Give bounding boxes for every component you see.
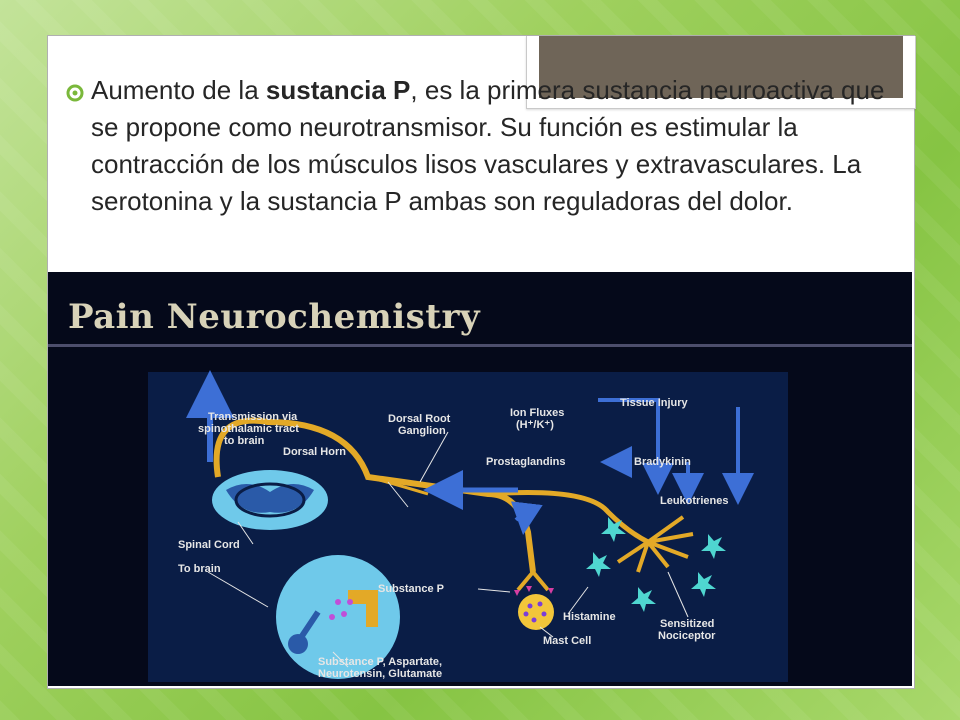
bullet-suffix: , es la primera sustancia neuroactiva qu… <box>91 75 885 216</box>
mast-cell-leader <box>539 626 554 638</box>
label-mast-cell: Mast Cell <box>543 635 591 647</box>
spinal-cord-leader <box>237 521 254 545</box>
bullet-bold-term: sustancia P <box>265 75 411 105</box>
label-substance-p: Substance P <box>378 583 444 595</box>
label-ion-fluxes-2: (H⁺/K⁺) <box>516 419 554 431</box>
pain-sparks <box>586 517 726 612</box>
label-prostaglandins: Prostaglandins <box>486 456 565 468</box>
label-spinal-cord: Spinal Cord <box>178 539 240 551</box>
neurotransmitter-leader <box>332 651 349 668</box>
feedback-arrow <box>510 501 543 535</box>
grey-matter-shape <box>226 483 314 513</box>
pain-neurochemistry-figure: Pain Neurochemistry <box>48 272 912 686</box>
label-sensitized-2: Nociceptor <box>658 630 716 642</box>
label-transmission-1: Transmission via <box>208 411 298 423</box>
bullet-paragraph: Aumento de la sustancia P, es la primera… <box>91 72 911 220</box>
histamine-leader <box>567 586 589 615</box>
figure-title-rule <box>48 344 912 347</box>
substance-p-particles <box>514 586 554 596</box>
label-tissue-injury: Tissue Injury <box>620 397 689 409</box>
picture-frame <box>526 36 916 109</box>
label-dorsal-root-2: Ganglion <box>398 425 446 437</box>
mast-cell-granules <box>523 601 547 623</box>
synapse-terminal <box>348 590 378 627</box>
dorsal-root-leader <box>419 431 449 483</box>
label-neurotransmitters-2: Neurotensin, Glutamate <box>318 668 442 680</box>
nerve-terminal <box>516 570 550 592</box>
label-bradykinin: Bradykinin <box>634 456 691 468</box>
bullet-icon <box>66 84 84 102</box>
mast-cell-shape <box>518 594 554 630</box>
label-leukotrienes: Leukotrienes <box>660 495 728 507</box>
label-sensitized-1: Sensitized <box>660 618 714 630</box>
label-neurotransmitters-1: Substance P, Aspartate, <box>318 656 442 668</box>
dorsal-horn-leader <box>387 481 409 508</box>
bullet-prefix: Aumento de la <box>91 75 266 105</box>
label-transmission-2: spinothalamic tract <box>198 423 299 435</box>
label-ion-fluxes-1: Ion Fluxes <box>510 407 564 419</box>
substance-p-leader <box>477 588 511 593</box>
label-transmission-3: to brain <box>224 435 265 447</box>
label-histamine: Histamine <box>563 611 616 623</box>
ion-flux-arrow <box>598 398 674 495</box>
nociceptor-leader <box>667 571 689 618</box>
pain-diagram: Transmission via spinothalamic tract to … <box>148 370 788 682</box>
label-dorsal-horn: Dorsal Horn <box>283 446 346 458</box>
figure-title: Pain Neurochemistry <box>68 297 481 337</box>
nociceptor-branches <box>616 515 694 573</box>
nerve-fiber-branch <box>367 475 429 496</box>
label-to-brain: To brain <box>178 563 221 575</box>
label-dorsal-root-1: Dorsal Root <box>388 413 451 425</box>
synapse-particles <box>329 599 353 620</box>
synapse-neuron-body <box>288 634 308 654</box>
spinal-cord-inner <box>234 482 306 518</box>
nociceptor-fiber <box>487 490 650 545</box>
picture-placeholder <box>539 36 903 98</box>
to-brain-leader <box>207 571 269 608</box>
